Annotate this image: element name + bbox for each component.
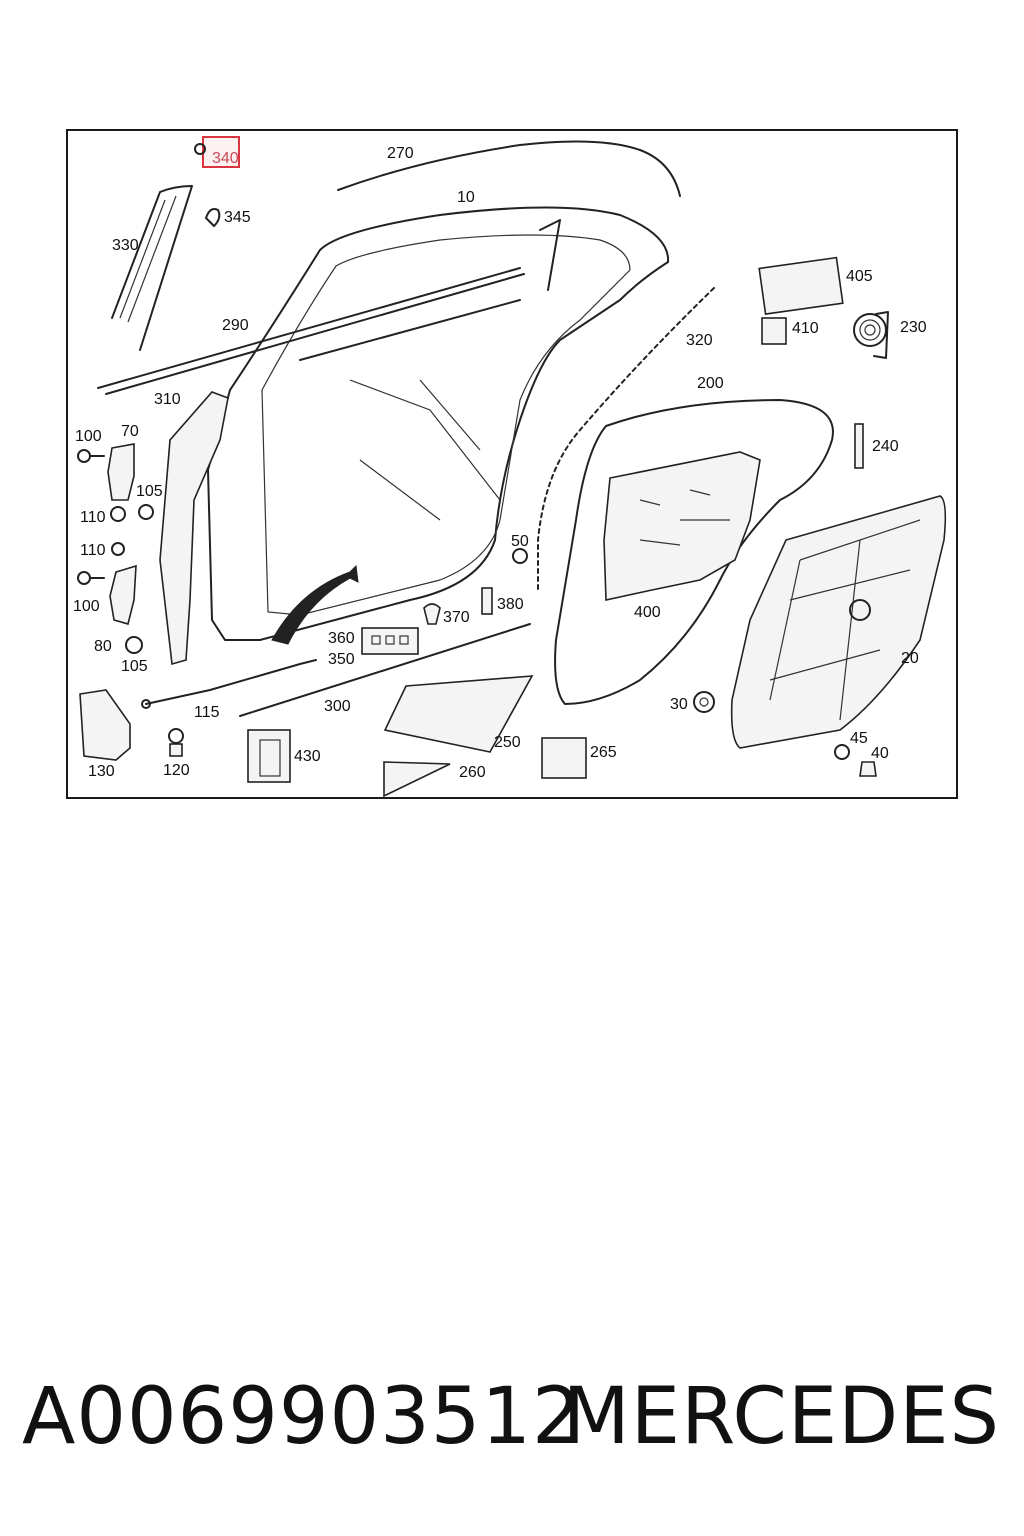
highlight-box-340[interactable] bbox=[202, 136, 240, 168]
callout-230[interactable]: 230 bbox=[900, 319, 927, 336]
part-360-slot bbox=[399, 635, 409, 645]
part-270-roof-seal[interactable] bbox=[337, 140, 681, 197]
part-105-grommet-upper[interactable] bbox=[138, 504, 154, 520]
part-360-slot bbox=[385, 635, 395, 645]
callout-115[interactable]: 115 bbox=[194, 704, 220, 721]
part-430-slot bbox=[259, 739, 281, 777]
part-265-pad[interactable] bbox=[541, 737, 587, 779]
part-430-bracket[interactable] bbox=[247, 729, 291, 783]
callout-10[interactable]: 10 bbox=[457, 189, 475, 206]
part-410-label[interactable] bbox=[761, 317, 787, 345]
footer: A0069903512 MERCEDES bbox=[0, 1372, 1024, 1472]
part-105-grommet-lower[interactable] bbox=[125, 636, 143, 654]
callout-300[interactable]: 300 bbox=[324, 698, 351, 715]
part-100-bolt-lower[interactable] bbox=[77, 571, 105, 585]
callout-290[interactable]: 290 bbox=[222, 317, 249, 334]
part-400-cutouts bbox=[639, 489, 730, 546]
part-360-connector[interactable] bbox=[361, 627, 419, 655]
part-240-pin[interactable] bbox=[854, 423, 864, 469]
callout-45[interactable]: 45 bbox=[850, 730, 868, 747]
part-260-pad[interactable] bbox=[383, 761, 451, 798]
brand-name: MERCEDES bbox=[562, 1372, 1000, 1462]
part-360-slot bbox=[371, 635, 381, 645]
part-370-clip[interactable] bbox=[423, 603, 441, 625]
part-10-rail bbox=[299, 219, 561, 361]
part-30-grommet[interactable] bbox=[693, 691, 715, 713]
callout-40[interactable]: 40 bbox=[871, 745, 889, 762]
part-30-center bbox=[699, 697, 709, 707]
part-20-door-module[interactable] bbox=[730, 495, 947, 749]
callout-200[interactable]: 200 bbox=[697, 375, 724, 392]
part-10-structure bbox=[349, 379, 501, 521]
part-340-clip[interactable] bbox=[194, 143, 206, 155]
part-100-bolt-upper[interactable] bbox=[77, 449, 105, 463]
part-380-bolt[interactable] bbox=[481, 587, 493, 615]
part-290-belt-molding[interactable] bbox=[97, 267, 525, 395]
part-300-cable[interactable] bbox=[239, 623, 531, 717]
callout-105-upper[interactable]: 105 bbox=[136, 483, 163, 500]
callout-380[interactable]: 380 bbox=[497, 596, 524, 613]
part-10-arrow bbox=[271, 564, 359, 645]
callout-345[interactable]: 345 bbox=[224, 209, 251, 226]
part-405-label[interactable] bbox=[758, 256, 844, 315]
part-50-grommet[interactable] bbox=[512, 548, 528, 564]
part-115-cable[interactable] bbox=[145, 659, 317, 705]
part-20-motor bbox=[849, 599, 871, 621]
part-40-bolt[interactable] bbox=[859, 761, 877, 777]
callout-260[interactable]: 260 bbox=[459, 764, 486, 781]
callout-105-lower[interactable]: 105 bbox=[121, 658, 148, 675]
callout-250[interactable]: 250 bbox=[494, 734, 521, 751]
callout-20[interactable]: 20 bbox=[901, 650, 919, 667]
callout-50[interactable]: 50 bbox=[511, 533, 529, 550]
part-80-hinge[interactable] bbox=[109, 564, 137, 625]
callout-80[interactable]: 80 bbox=[94, 638, 112, 655]
part-45-washer[interactable] bbox=[834, 744, 850, 760]
callout-350[interactable]: 350 bbox=[328, 651, 355, 668]
callout-405[interactable]: 405 bbox=[846, 268, 873, 285]
part-120-ball-stud[interactable] bbox=[168, 728, 184, 757]
part-20-inner-lines bbox=[769, 519, 921, 721]
callout-30[interactable]: 30 bbox=[670, 696, 688, 713]
callout-270[interactable]: 270 bbox=[387, 145, 414, 162]
callout-120[interactable]: 120 bbox=[163, 762, 190, 779]
callout-400[interactable]: 400 bbox=[634, 604, 661, 621]
callout-320[interactable]: 320 bbox=[686, 332, 713, 349]
callout-100-lower[interactable]: 100 bbox=[73, 598, 100, 615]
callout-340[interactable]: 340 bbox=[212, 150, 239, 167]
part-310-pillar-trim[interactable] bbox=[159, 391, 229, 666]
callout-370[interactable]: 370 bbox=[443, 609, 470, 626]
callout-130[interactable]: 130 bbox=[88, 763, 115, 780]
part-250-glass[interactable] bbox=[383, 675, 534, 753]
part-110-grommet-lower[interactable] bbox=[111, 542, 125, 556]
callout-330[interactable]: 330 bbox=[112, 237, 139, 254]
callout-410[interactable]: 410 bbox=[792, 320, 819, 337]
part-130-bracket[interactable] bbox=[79, 689, 131, 761]
callout-240[interactable]: 240 bbox=[872, 438, 899, 455]
part-330-detail bbox=[119, 195, 177, 323]
callout-110-lower[interactable]: 110 bbox=[80, 542, 106, 559]
callout-100-upper[interactable]: 100 bbox=[75, 428, 102, 445]
part-115-end bbox=[141, 699, 151, 709]
part-10-door-shell[interactable] bbox=[207, 206, 670, 641]
part-10-inner bbox=[261, 234, 631, 616]
part-320-seal[interactable] bbox=[537, 287, 715, 591]
part-110-grommet-upper[interactable] bbox=[110, 506, 126, 522]
part-400-vapor-barrier[interactable] bbox=[603, 451, 761, 601]
callout-430[interactable]: 430 bbox=[294, 748, 321, 765]
part-200-door-seal[interactable] bbox=[554, 399, 834, 705]
part-345-clip[interactable] bbox=[205, 208, 221, 227]
callout-110-upper[interactable]: 110 bbox=[80, 509, 106, 526]
callout-360[interactable]: 360 bbox=[328, 630, 355, 647]
part-230-coil[interactable] bbox=[853, 311, 889, 359]
callout-265[interactable]: 265 bbox=[590, 744, 617, 761]
part-330-frame-trim[interactable] bbox=[111, 185, 193, 351]
part-number: A0069903512 bbox=[22, 1372, 583, 1462]
callout-310[interactable]: 310 bbox=[154, 391, 181, 408]
callout-70[interactable]: 70 bbox=[121, 423, 139, 440]
part-70-hinge[interactable] bbox=[107, 443, 135, 501]
